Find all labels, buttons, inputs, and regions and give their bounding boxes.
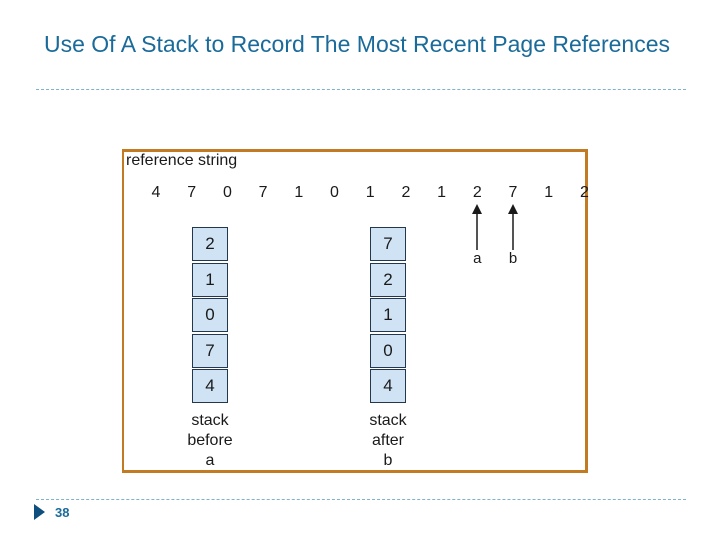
- reference-number: 0: [330, 184, 339, 201]
- slide-title: Use Of A Stack to Record The Most Recent…: [44, 31, 670, 57]
- stack-cell: 4: [370, 369, 406, 403]
- reference-number: 7: [258, 184, 268, 201]
- page-number: 38: [55, 505, 70, 520]
- reference-number: 0: [222, 184, 232, 201]
- reference-number: 1: [365, 184, 375, 201]
- reference-number: 1: [294, 184, 304, 201]
- stack-cell: 1: [370, 298, 406, 332]
- marker-label: a: [473, 250, 482, 267]
- title-divider: [36, 89, 686, 90]
- stack-cell: 1: [192, 262, 228, 297]
- reference-number: 1: [437, 184, 447, 201]
- reference-number: 2: [579, 184, 589, 201]
- stack-cell: 4: [192, 369, 228, 403]
- stack-caption: stack before a: [170, 411, 250, 471]
- stack-caption-line: stack: [191, 412, 229, 429]
- reference-number: 2: [401, 184, 411, 201]
- stack-caption: stack after b: [348, 411, 428, 471]
- reference-number: 1: [544, 184, 554, 201]
- stack-cell: 7: [192, 333, 228, 368]
- marker-label: b: [508, 250, 518, 267]
- stack-caption-line: a: [205, 452, 215, 469]
- stack-cell: 2: [370, 262, 406, 297]
- reference-string-label: reference string: [126, 152, 238, 169]
- reference-number: 2: [472, 184, 482, 201]
- reference-number: 7: [508, 184, 518, 201]
- reference-number: 4: [151, 184, 161, 201]
- reference-number: 7: [187, 184, 197, 201]
- marker-arrow-icon: [508, 204, 518, 250]
- stack-cell: 0: [192, 298, 228, 332]
- marker-arrow-icon: [472, 204, 483, 250]
- stack-cell: 0: [370, 333, 406, 368]
- stack-caption-line: after: [371, 432, 404, 449]
- stack-caption-line: stack: [369, 412, 407, 429]
- stack-cell: 7: [370, 227, 406, 261]
- footer-divider: [36, 499, 686, 500]
- stack-cell: 2: [192, 227, 228, 261]
- slide-marker-icon: [34, 504, 45, 520]
- stack-caption-line: b: [383, 452, 393, 469]
- stack-caption-line: before: [187, 432, 233, 449]
